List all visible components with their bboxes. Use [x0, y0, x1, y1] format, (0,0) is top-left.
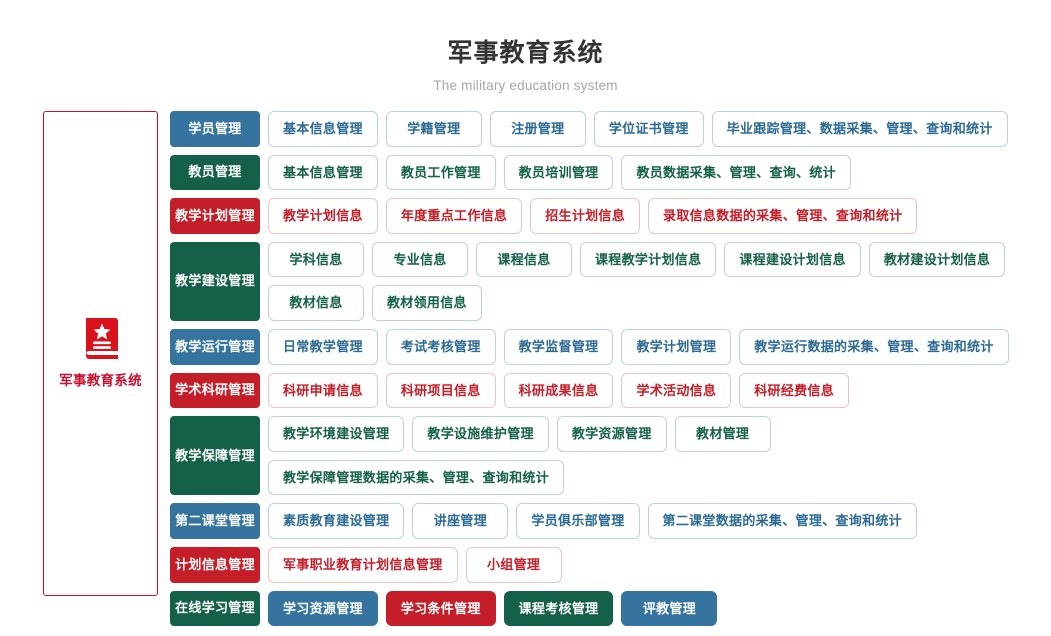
category-row: 计划信息管理军事职业教育计划信息管理小组管理: [170, 546, 1051, 583]
page-title: 军事教育系统: [447, 39, 604, 67]
menu-item-button[interactable]: 小组管理: [465, 546, 562, 583]
menu-item-button[interactable]: 教员数据采集、管理、查询、统计: [621, 154, 851, 191]
menu-item-button[interactable]: 考试考核管理: [385, 328, 496, 365]
menu-item-button[interactable]: 学员俱乐部管理: [516, 503, 640, 539]
menu-item-button[interactable]: 科研经费信息: [739, 372, 850, 409]
menu-item-button[interactable]: 学科信息: [268, 241, 364, 278]
item-group: 基本信息管理教员工作管理教员培训管理教员数据采集、管理、查询、统计: [268, 154, 1051, 191]
item-group: 教学环境建设管理教学设施维护管理教学资源管理教材管理教学保障管理数据的采集、管理…: [268, 416, 1051, 496]
menu-item-button[interactable]: 军事职业教育计划信息管理: [268, 546, 458, 583]
category-row: 教学保障管理教学环境建设管理教学设施维护管理教学资源管理教材管理教学保障管理数据…: [170, 416, 1051, 496]
sidebar-brand: 军事教育系统: [59, 318, 142, 389]
menu-item-button[interactable]: 课程信息: [476, 241, 572, 278]
category-row: 第二课堂管理素质教育建设管理讲座管理学员俱乐部管理第二课堂数据的采集、管理、查询…: [170, 503, 1051, 539]
menu-item-button[interactable]: 教员工作管理: [385, 154, 496, 191]
category-row: 学员管理基本信息管理学籍管理注册管理学位证书管理毕业跟踪管理、数据采集、管理、查…: [170, 111, 1051, 147]
category-row: 在线学习管理学习资源管理学习条件管理课程考核管理评教管理: [170, 590, 1051, 627]
item-group: 学习资源管理学习条件管理课程考核管理评教管理: [268, 590, 1051, 627]
item-group: 科研申请信息科研项目信息科研成果信息学术活动信息科研经费信息: [268, 372, 1051, 409]
menu-item-button[interactable]: 学习条件管理: [385, 590, 496, 627]
menu-item-button[interactable]: 年度重点工作信息: [385, 198, 523, 234]
menu-item-button[interactable]: 教员培训管理: [503, 154, 614, 191]
item-group: 学科信息专业信息课程信息课程教学计划信息课程建设计划信息教材建设计划信息教材信息…: [268, 241, 1051, 321]
item-group: 军事职业教育计划信息管理小组管理: [268, 546, 1051, 583]
content-area: 军事教育系统 学员管理基本信息管理学籍管理注册管理学位证书管理毕业跟踪管理、数据…: [0, 111, 1051, 634]
category-label-6[interactable]: 教学保障管理: [170, 416, 260, 496]
menu-item-button[interactable]: 日常教学管理: [268, 328, 378, 365]
menu-item-button[interactable]: 教学运行数据的采集、管理、查询和统计: [739, 328, 1009, 365]
menu-item-button[interactable]: 基本信息管理: [268, 111, 378, 147]
menu-item-button[interactable]: 注册管理: [489, 111, 586, 147]
menu-item-button[interactable]: 录取信息数据的采集、管理、查询和统计: [648, 198, 918, 234]
book-icon: [82, 318, 120, 360]
menu-item-button[interactable]: 专业信息: [372, 241, 468, 278]
menu-item-button[interactable]: 教学计划管理: [621, 328, 732, 365]
category-label-4[interactable]: 教学运行管理: [170, 328, 260, 365]
menu-item-button[interactable]: 第二课堂数据的采集、管理、查询和统计: [647, 503, 917, 539]
menu-item-button[interactable]: 评教管理: [621, 590, 718, 627]
category-label-1[interactable]: 教员管理: [170, 154, 260, 191]
menu-item-button[interactable]: 教材信息: [268, 285, 364, 321]
sidebar-label: 军事教育系统: [59, 373, 142, 388]
category-row: 教学建设管理学科信息专业信息课程信息课程教学计划信息课程建设计划信息教材建设计划…: [170, 241, 1051, 321]
menu-item-button[interactable]: 科研申请信息: [268, 372, 378, 409]
sidebar-panel: 军事教育系统: [43, 111, 158, 596]
item-group: 基本信息管理学籍管理注册管理学位证书管理毕业跟踪管理、数据采集、管理、查询和统计: [268, 111, 1051, 147]
menu-item-button[interactable]: 课程考核管理: [503, 590, 614, 627]
page-header: 军事教育系统 The military education system: [0, 0, 1051, 93]
menu-item-button[interactable]: 教学监督管理: [503, 328, 614, 365]
menu-item-button[interactable]: 教材建设计划信息: [868, 241, 1006, 278]
menu-item-button[interactable]: 教学资源管理: [556, 416, 667, 452]
item-group: 日常教学管理考试考核管理教学监督管理教学计划管理教学运行数据的采集、管理、查询和…: [268, 328, 1051, 365]
menu-item-button[interactable]: 教材领用信息: [372, 285, 482, 321]
menu-item-button[interactable]: 学术活动信息: [621, 372, 732, 409]
category-row: 教学运行管理日常教学管理考试考核管理教学监督管理教学计划管理教学运行数据的采集、…: [170, 328, 1051, 365]
menu-item-button[interactable]: 学习资源管理: [268, 590, 378, 627]
category-row: 学术科研管理科研申请信息科研项目信息科研成果信息学术活动信息科研经费信息: [170, 372, 1051, 409]
category-label-2[interactable]: 教学计划管理: [170, 198, 260, 234]
category-label-8[interactable]: 计划信息管理: [170, 546, 260, 583]
menu-item-button[interactable]: 科研成果信息: [503, 372, 614, 409]
category-label-3[interactable]: 教学建设管理: [170, 241, 260, 321]
category-label-5[interactable]: 学术科研管理: [170, 372, 260, 409]
item-group: 教学计划信息年度重点工作信息招生计划信息录取信息数据的采集、管理、查询和统计: [268, 198, 1051, 234]
menu-item-button[interactable]: 教材管理: [674, 416, 771, 452]
category-rows: 学员管理基本信息管理学籍管理注册管理学位证书管理毕业跟踪管理、数据采集、管理、查…: [170, 111, 1051, 634]
menu-item-button[interactable]: 讲座管理: [412, 503, 509, 539]
menu-item-button[interactable]: 教学设施维护管理: [412, 416, 549, 452]
page-subtitle: The military education system: [433, 78, 618, 93]
menu-item-button[interactable]: 毕业跟踪管理、数据采集、管理、查询和统计: [711, 111, 1008, 147]
menu-item-button[interactable]: 素质教育建设管理: [268, 503, 405, 539]
category-row: 教员管理基本信息管理教员工作管理教员培训管理教员数据采集、管理、查询、统计: [170, 154, 1051, 191]
menu-item-button[interactable]: 招生计划信息: [530, 198, 641, 234]
category-label-7[interactable]: 第二课堂管理: [170, 503, 260, 539]
menu-item-button[interactable]: 科研项目信息: [385, 372, 496, 409]
menu-item-button[interactable]: 教学环境建设管理: [268, 416, 405, 452]
category-row: 教学计划管理教学计划信息年度重点工作信息招生计划信息录取信息数据的采集、管理、查…: [170, 198, 1051, 234]
menu-item-button[interactable]: 课程建设计划信息: [724, 241, 861, 278]
menu-item-button[interactable]: 课程教学计划信息: [580, 241, 717, 278]
menu-item-button[interactable]: 教学计划信息: [268, 198, 378, 234]
category-label-0[interactable]: 学员管理: [170, 111, 260, 147]
menu-item-button[interactable]: 学位证书管理: [593, 111, 704, 147]
item-group: 素质教育建设管理讲座管理学员俱乐部管理第二课堂数据的采集、管理、查询和统计: [268, 503, 1051, 539]
category-label-9[interactable]: 在线学习管理: [170, 590, 260, 627]
menu-item-button[interactable]: 基本信息管理: [268, 154, 378, 191]
menu-item-button[interactable]: 教学保障管理数据的采集、管理、查询和统计: [268, 459, 565, 496]
menu-item-button[interactable]: 学籍管理: [385, 111, 482, 147]
